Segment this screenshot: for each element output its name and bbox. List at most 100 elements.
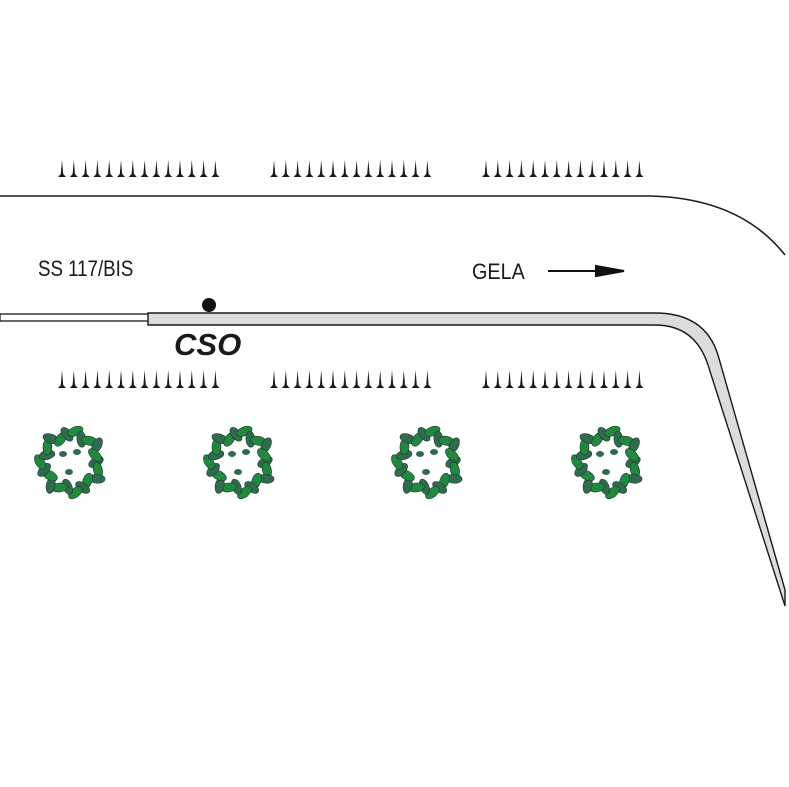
spike-mark [564, 160, 573, 177]
spike-mark [588, 370, 597, 388]
tree-icon [391, 425, 463, 500]
spike-mark [505, 160, 514, 177]
spike-mark [376, 370, 385, 388]
spike-mark [105, 160, 114, 177]
spike-mark [576, 370, 585, 388]
spike-row-icon [58, 370, 220, 388]
pipe-main [147, 312, 786, 607]
spike-mark [576, 160, 585, 177]
spike-mark [81, 160, 90, 177]
road-label: SS 117/BIS [38, 256, 134, 281]
spike-mark [293, 370, 302, 388]
spike-mark [623, 370, 632, 388]
spike-mark [588, 160, 597, 177]
spike-mark [317, 160, 326, 177]
spike-mark [364, 370, 373, 388]
spike-mark [388, 370, 396, 388]
arrow-right-icon [548, 264, 625, 278]
road-edge-top [0, 195, 786, 256]
spike-mark [541, 160, 549, 177]
spike-mark [423, 160, 432, 177]
spike-mark [529, 370, 538, 388]
spike-mark [600, 160, 608, 177]
spike-mark [552, 370, 561, 388]
spike-row-icon [482, 160, 644, 177]
spike-mark [611, 370, 620, 388]
spike-mark [411, 160, 420, 177]
spike-mark [529, 160, 538, 177]
spike-mark [128, 160, 137, 177]
spike-mark [305, 160, 314, 177]
spike-mark [281, 160, 290, 177]
spike-mark [611, 160, 620, 177]
station-label: CSO [174, 327, 242, 362]
pipe-thin [0, 313, 150, 322]
spike-mark [329, 160, 337, 177]
station-dot-icon [202, 298, 216, 312]
spike-row-icon [270, 370, 432, 388]
spike-mark [329, 370, 337, 388]
spike-mark [176, 370, 184, 388]
destination-label: GELA [472, 259, 525, 284]
spike-mark [552, 160, 561, 177]
spike-mark [117, 160, 125, 177]
spike-mark [93, 160, 102, 177]
spike-mark [541, 370, 549, 388]
spike-mark [128, 370, 137, 388]
spike-mark [364, 160, 373, 177]
spike-mark [340, 160, 349, 177]
spike-mark [69, 160, 78, 177]
spike-mark [411, 370, 420, 388]
spike-mark [399, 370, 408, 388]
spike-mark [199, 370, 208, 388]
spike-mark [211, 370, 220, 388]
spike-mark [164, 370, 173, 388]
spike-mark [152, 370, 161, 388]
spike-mark [482, 160, 490, 177]
tree-icon [571, 425, 643, 500]
spike-mark [270, 370, 278, 388]
spike-mark [199, 160, 208, 177]
spike-mark [293, 160, 302, 177]
spike-mark [564, 370, 573, 388]
spike-row-icon [58, 160, 220, 177]
spike-mark [340, 370, 349, 388]
spike-mark [505, 370, 514, 388]
spike-mark [69, 370, 78, 388]
spike-mark [388, 160, 396, 177]
spike-mark [493, 370, 502, 388]
spike-mark [58, 370, 66, 388]
spike-mark [117, 370, 125, 388]
spike-mark [517, 160, 526, 177]
spike-mark [517, 370, 526, 388]
spike-mark [623, 160, 632, 177]
spike-mark [140, 160, 149, 177]
spike-mark [211, 160, 220, 177]
spike-mark [482, 370, 490, 388]
spike-mark [93, 370, 102, 388]
spike-mark [281, 370, 290, 388]
spike-mark [81, 370, 90, 388]
spike-mark [352, 160, 361, 177]
spike-mark [423, 370, 432, 388]
tree-icon [34, 425, 106, 500]
spike-mark [187, 160, 196, 177]
spike-mark [270, 160, 278, 177]
spike-mark [635, 370, 644, 388]
spike-mark [493, 160, 502, 177]
spike-mark [317, 370, 326, 388]
spike-mark [305, 370, 314, 388]
spike-mark [600, 370, 608, 388]
spike-mark [58, 160, 66, 177]
spike-mark [376, 160, 385, 177]
spike-mark [399, 160, 408, 177]
spike-row-icon [482, 370, 644, 388]
spike-mark [352, 370, 361, 388]
spike-mark [176, 160, 184, 177]
spike-mark [152, 160, 161, 177]
spike-row-icon [270, 160, 432, 177]
spike-mark [635, 160, 644, 177]
spike-mark [164, 160, 173, 177]
